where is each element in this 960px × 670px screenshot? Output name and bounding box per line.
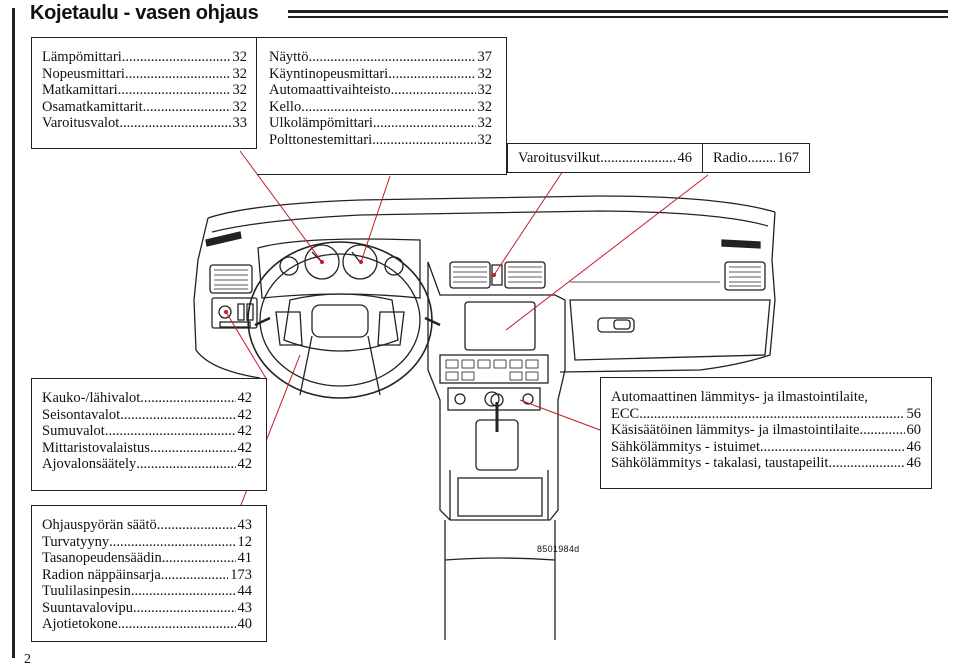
list-item: Ulkolämpömittari32 bbox=[269, 115, 492, 132]
callout-climate: Automaattinen lämmitys- ja ilmastointila… bbox=[600, 377, 932, 489]
list-item: Turvatyyny12 bbox=[42, 534, 252, 551]
callout-radio: Radio167 bbox=[703, 143, 810, 173]
list-item: Osamatkamittarit32 bbox=[42, 99, 247, 116]
list-item: Käyntinopeusmittari32 bbox=[269, 66, 492, 83]
list-item: Sumuvalot42 bbox=[42, 423, 252, 440]
page-number: 2 bbox=[24, 652, 31, 667]
list-item: Radio167 bbox=[713, 150, 799, 167]
callout-instruments-left: Lämpömittari32 Nopeusmittari32 Matkamitt… bbox=[31, 37, 257, 149]
page-header: Kojetaulu - vasen ohjaus bbox=[30, 0, 259, 26]
list-item: Automaattinen lämmitys- ja ilmastointila… bbox=[611, 389, 868, 405]
callout-hazard-lights: Varoitusvilkut46 bbox=[507, 143, 703, 173]
callout-instruments-right: Näyttö37 Käyntinopeusmittari32 Automaatt… bbox=[257, 37, 507, 175]
list-item: Näyttö37 bbox=[269, 49, 492, 66]
list-item: Matkamittari32 bbox=[42, 82, 247, 99]
header-rule-thin bbox=[288, 16, 948, 18]
list-item: Varoitusvilkut46 bbox=[518, 150, 692, 167]
list-item: Automaattivaihteisto32 bbox=[269, 82, 492, 99]
list-item: Käsisäätöinen lämmitys- ja ilmastointila… bbox=[611, 422, 921, 439]
list-item: Tuulilasinpesin44 bbox=[42, 583, 252, 600]
callout-steering: Ohjauspyörän säätö43 Turvatyyny12 Tasano… bbox=[31, 505, 267, 642]
list-item: Varoitusvalot33 bbox=[42, 115, 247, 132]
figure-code: 8501984d bbox=[537, 544, 580, 554]
list-item: Tasanopeudensäädin41 bbox=[42, 550, 252, 567]
list-item: Lämpömittari32 bbox=[42, 49, 247, 66]
list-item: ECC56 bbox=[611, 406, 921, 423]
list-item: Suuntavalovipu43 bbox=[42, 600, 252, 617]
page-title: Kojetaulu - vasen ohjaus bbox=[30, 1, 259, 24]
list-item: Kello32 bbox=[269, 99, 492, 116]
callout-lights: Kauko-/lähivalot42 Seisontavalot42 Sumuv… bbox=[31, 378, 267, 491]
list-item: Sähkölämmitys - istuimet46 bbox=[611, 439, 921, 456]
list-item: Kauko-/lähivalot42 bbox=[42, 390, 252, 407]
list-item: Ajovalonsäätely42 bbox=[42, 456, 252, 473]
list-item: Radion näppäinsarja173 bbox=[42, 567, 252, 584]
list-item: Mittaristovalaistus42 bbox=[42, 440, 252, 457]
list-item: Ajotietokone40 bbox=[42, 616, 252, 633]
list-item: Ohjauspyörän säätö43 bbox=[42, 517, 252, 534]
header-rule bbox=[288, 10, 948, 13]
list-item: Seisontavalot42 bbox=[42, 407, 252, 424]
left-margin-rule bbox=[12, 8, 15, 658]
list-item: Polttonestemittari32 bbox=[269, 132, 492, 149]
list-item: Sähkölämmitys - takalasi, taustapeilit46 bbox=[611, 455, 921, 472]
list-item: Nopeusmittari32 bbox=[42, 66, 247, 83]
